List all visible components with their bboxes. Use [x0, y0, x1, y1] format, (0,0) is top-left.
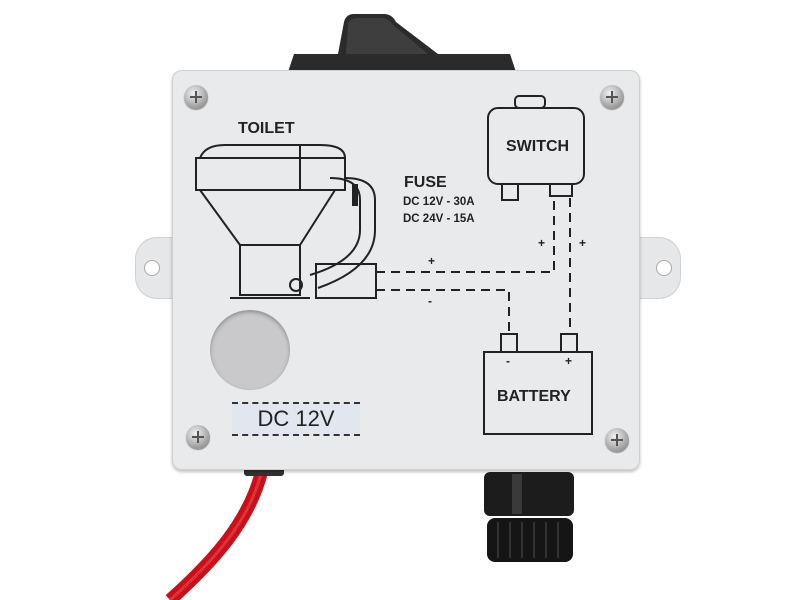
screw-icon: [184, 85, 208, 109]
screw-icon: [186, 425, 210, 449]
wire-plus-sign: +: [428, 254, 436, 268]
switch-plus-right: +: [579, 236, 587, 250]
mounting-ear-right: [636, 237, 681, 299]
fuse-title: FUSE: [404, 174, 447, 191]
voltage-label: DC 12V: [232, 402, 360, 436]
mount-hole: [656, 260, 672, 276]
fuse-rating-12v: DC 12V - 30A: [403, 196, 475, 208]
battery-plus: +: [565, 354, 573, 368]
panel-opening: [210, 310, 290, 390]
fuse-rating-24v: DC 24V - 15A: [403, 213, 475, 225]
switch-label: SWITCH: [506, 138, 570, 155]
screw-icon: [605, 428, 629, 452]
switch-plus-left: +: [538, 236, 546, 250]
mount-hole: [144, 260, 160, 276]
toilet-label: TOILET: [238, 120, 295, 137]
voltage-text: DC 12V: [257, 406, 335, 431]
wire-minus-sign: -: [428, 294, 432, 308]
cable-gland: [484, 472, 574, 562]
battery-minus: -: [506, 354, 510, 368]
battery-label: BATTERY: [497, 388, 571, 405]
rocker-switch[interactable]: [288, 14, 516, 72]
screw-icon: [600, 85, 624, 109]
